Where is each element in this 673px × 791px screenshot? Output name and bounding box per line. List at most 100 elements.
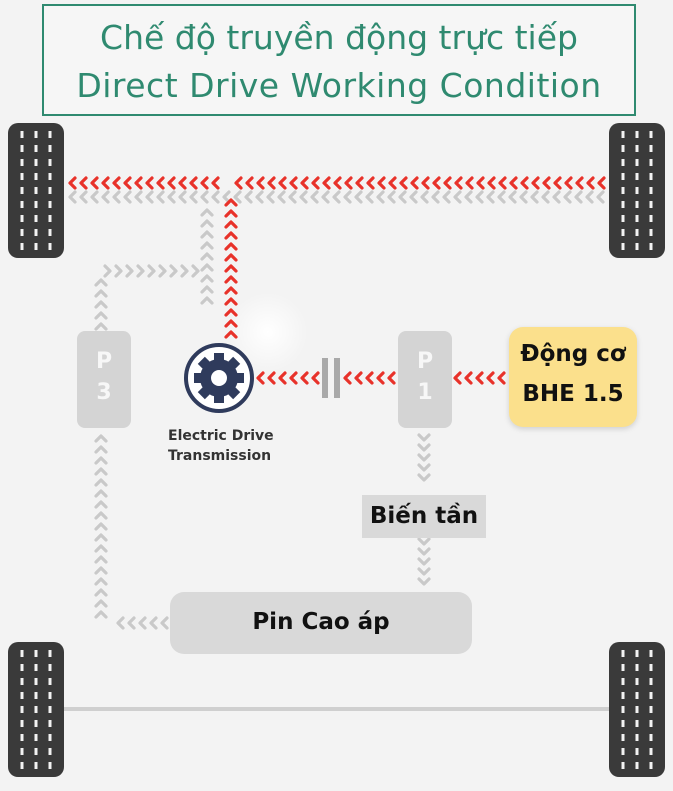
edt-to-axle-idle-chevron: [200, 252, 214, 261]
wheel-rear-left: [8, 642, 64, 777]
clutch-to-edt-active-chevron: [278, 371, 287, 385]
front-axle-idle-chevron: [409, 190, 418, 204]
front-axle-idle-chevron: [442, 190, 451, 204]
front-axle-right-active-chevron: [256, 176, 265, 190]
front-axle-idle-chevron: [365, 190, 374, 204]
edt-up-active-chevron: [224, 297, 238, 306]
p3-down-idle-chevron: [94, 544, 108, 553]
motor-p3: P 3: [77, 331, 131, 428]
front-axle-idle-chevron: [211, 190, 220, 204]
front-axle-right-active-chevron: [245, 176, 254, 190]
front-axle-right-active-chevron: [454, 176, 463, 190]
front-axle-idle-chevron: [420, 190, 429, 204]
p1-to-clutch-active-chevron: [365, 371, 374, 385]
front-axle-idle-chevron: [288, 190, 297, 204]
front-axle-right-active-chevron: [355, 176, 364, 190]
p3-down-idle-chevron: [94, 522, 108, 531]
front-axle-right-active-chevron: [564, 176, 573, 190]
edt-up-active-chevron: [224, 286, 238, 295]
front-axle-idle-chevron: [233, 190, 242, 204]
edt-to-axle-idle-chevron: [200, 274, 214, 283]
front-axle-idle-chevron: [299, 190, 308, 204]
front-axle-idle-chevron: [563, 190, 572, 204]
front-axle-idle-chevron: [68, 190, 77, 204]
p1-to-inverter-idle-chevron: [417, 443, 431, 452]
p3-up-idle-chevron: [94, 311, 108, 320]
clutch-to-edt-active-chevron: [267, 371, 276, 385]
front-axle-idle-chevron: [541, 190, 550, 204]
p3-down-idle-chevron: [94, 456, 108, 465]
front-axle-idle-chevron: [475, 190, 484, 204]
title-box: Chế độ truyền động trực tiếp Direct Driv…: [42, 4, 636, 116]
p1-to-inverter-idle-chevron: [417, 453, 431, 462]
front-axle-idle-chevron: [464, 190, 473, 204]
p3-top-idle-chevron: [169, 264, 178, 278]
inverter-to-battery-idle-chevron: [417, 537, 431, 546]
edt-label-line2: Transmission: [168, 448, 272, 464]
p3-top-idle-chevron: [191, 264, 200, 278]
front-axle-idle-chevron: [123, 190, 132, 204]
edt-up-active-chevron: [224, 330, 238, 339]
edt-to-axle-idle-chevron: [200, 285, 214, 294]
edt-to-axle-idle-chevron: [200, 263, 214, 272]
p1-to-inverter-idle-chevron: [417, 433, 431, 442]
edt-label-line1: Electric Drive: [168, 428, 274, 444]
p3-down-idle-chevron: [94, 467, 108, 476]
clutch-to-edt-active-chevron: [311, 371, 320, 385]
p3-top-idle-chevron: [103, 264, 112, 278]
p3-top-idle-chevron: [147, 264, 156, 278]
front-axle-right-active-chevron: [410, 176, 419, 190]
p3-down-idle-chevron: [94, 577, 108, 586]
front-axle-idle-chevron: [387, 190, 396, 204]
front-axle-idle-chevron: [310, 190, 319, 204]
title-vietnamese: Chế độ truyền động trực tiếp: [100, 18, 578, 57]
front-axle-right-active-chevron: [443, 176, 452, 190]
front-axle-idle-chevron: [354, 190, 363, 204]
front-axle-idle-chevron: [596, 190, 605, 204]
p3-top-idle-chevron: [125, 264, 134, 278]
edt-to-axle-idle-chevron: [200, 219, 214, 228]
front-axle-idle-chevron: [255, 190, 264, 204]
front-axle-left-active-chevron: [189, 176, 198, 190]
p3-down-idle-chevron: [94, 533, 108, 542]
edt-to-axle-idle-chevron: [200, 208, 214, 217]
p3-up-idle-chevron: [94, 322, 108, 331]
front-axle-right-active-chevron: [586, 176, 595, 190]
front-axle-idle-chevron: [101, 190, 110, 204]
p1-to-clutch-active-chevron: [387, 371, 396, 385]
front-axle-left-active-chevron: [167, 176, 176, 190]
front-axle-idle-chevron: [189, 190, 198, 204]
front-axle-right-active-chevron: [432, 176, 441, 190]
gear-icon: [184, 343, 254, 413]
edt-up-active-chevron: [224, 198, 238, 207]
inverter-to-battery-idle-chevron: [417, 577, 431, 586]
edt-up-active-chevron: [224, 319, 238, 328]
p3-up-idle-chevron: [94, 289, 108, 298]
clutch-to-edt-active-chevron: [300, 371, 309, 385]
inverter-to-battery-idle-chevron: [417, 547, 431, 556]
front-axle-right-active-chevron: [465, 176, 474, 190]
front-axle-idle-chevron: [112, 190, 121, 204]
clutch-to-edt-active-chevron: [289, 371, 298, 385]
battery-to-p3-idle-chevron: [138, 616, 147, 630]
active-flows: [68, 176, 606, 385]
p3-down-idle-chevron: [94, 555, 108, 564]
front-axle-right-active-chevron: [421, 176, 430, 190]
front-axle-right-active-chevron: [553, 176, 562, 190]
p3-down-idle-chevron: [94, 610, 108, 619]
edt-up-active-chevron: [224, 264, 238, 273]
front-axle-left-active-chevron: [79, 176, 88, 190]
battery-to-p3-idle-chevron: [160, 616, 169, 630]
p3-down-idle-chevron: [94, 478, 108, 487]
p3-up-idle-chevron: [94, 300, 108, 309]
engine-to-p1-active-chevron: [464, 371, 473, 385]
front-axle-right-active-chevron: [509, 176, 518, 190]
edt-label: Electric Drive Transmission: [168, 426, 296, 466]
front-axle-right-active-chevron: [487, 176, 496, 190]
inverter-box: Biến tần: [362, 495, 486, 538]
front-axle-idle-chevron: [486, 190, 495, 204]
front-axle-idle-chevron: [398, 190, 407, 204]
front-axle-right-active-chevron: [344, 176, 353, 190]
front-axle-idle-chevron: [552, 190, 561, 204]
